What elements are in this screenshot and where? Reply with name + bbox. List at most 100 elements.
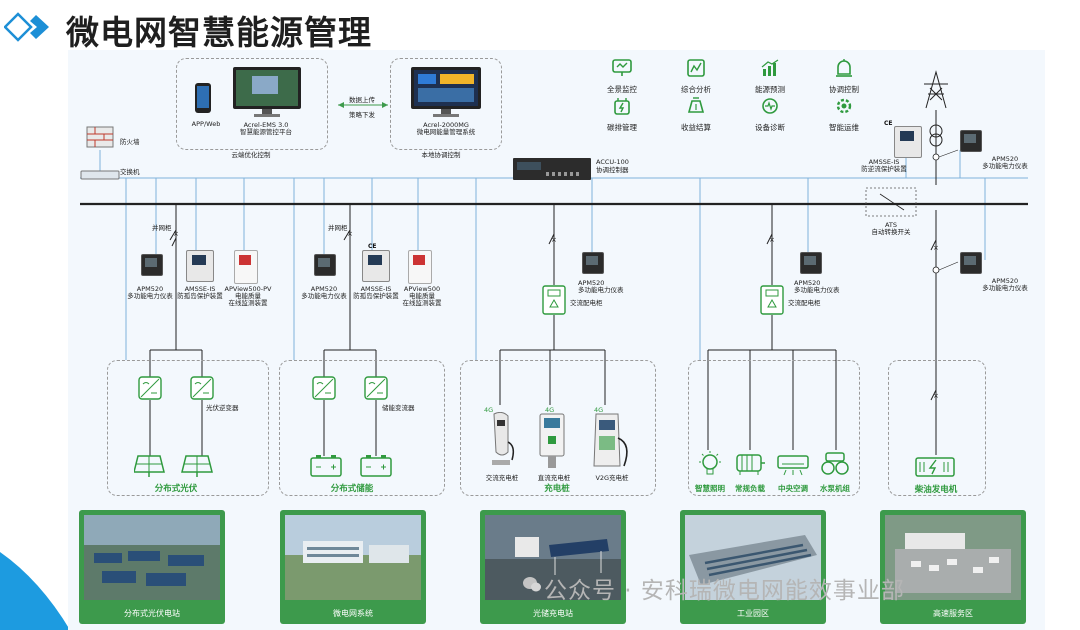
cloud-control-box xyxy=(176,58,328,150)
apm-grid-meter xyxy=(960,130,982,152)
svg-text:×: × xyxy=(347,230,353,238)
apm-grid-label-1: APM520 xyxy=(991,155,1019,163)
pv-pq-label-3: 在线监测装置 xyxy=(228,299,268,307)
svg-text:×: × xyxy=(769,236,775,244)
ems-monitor-icon xyxy=(233,67,301,117)
ac-charger-label: 交流充电桩 xyxy=(485,474,519,482)
pv-group-box xyxy=(107,360,269,496)
wechat-icon xyxy=(523,577,541,592)
mg-monitor-icon xyxy=(411,67,481,117)
storage-amsse-device xyxy=(362,250,390,282)
ems-label-1: Acrel-EMS 3.0 xyxy=(243,121,289,129)
battery-icons xyxy=(310,455,392,477)
pump-icon xyxy=(821,452,849,475)
func-monitor: 全景监控 xyxy=(592,58,652,95)
load-cabinet-icon xyxy=(760,285,784,315)
load-label-pump: 水泵机组 xyxy=(820,484,850,493)
amsse-grid-label-2: 防逆流保护装置 xyxy=(861,165,907,173)
pcs-label: 储能变流器 xyxy=(382,404,415,412)
site-industrial-image xyxy=(685,515,821,600)
charging-group-label: 充电桩 xyxy=(544,484,570,494)
svg-text:×: × xyxy=(551,236,557,244)
firewall-icon xyxy=(86,126,114,148)
func-label: 设备诊断 xyxy=(755,123,785,132)
storage-group-label: 分布式储能 xyxy=(330,484,374,494)
site-caption: 高速服务区 xyxy=(933,609,973,618)
storage-amsse-label-1: AMSSE-IS xyxy=(360,285,392,293)
pv-pq-label-2: 电能质量 xyxy=(235,292,261,300)
battery-icon xyxy=(360,455,392,477)
solar-panel-icon xyxy=(181,455,213,477)
site-card-pv: 分布式光伏电站 xyxy=(79,510,225,624)
solar-panel-icon xyxy=(134,455,165,477)
svg-text:×: × xyxy=(933,244,939,252)
storage-pq-device xyxy=(408,250,432,284)
v2g-signal-label: 4G xyxy=(594,406,604,414)
charging-group-box xyxy=(460,360,656,496)
func-label: 智能运维 xyxy=(829,123,859,132)
site-card-microgrid: 微电网系统 xyxy=(280,510,426,624)
accu-label-2: 协调控制器 xyxy=(596,166,629,174)
pv-inverter-icons xyxy=(138,376,214,400)
load-apm-label-2: 多功能电力仪表 xyxy=(794,286,840,294)
func-label: 全景监控 xyxy=(607,85,637,94)
pv-apm-meter xyxy=(141,254,163,276)
storage-pq-label-1: APView500 xyxy=(403,285,441,293)
generator-group-box xyxy=(888,360,986,496)
pv-amsse-label-2: 防孤岛保护装置 xyxy=(177,292,223,300)
storage-amsse-label-2: 防孤岛保护装置 xyxy=(353,292,399,300)
func-forecast: 能源预测 xyxy=(740,58,800,95)
carbon-icon xyxy=(614,98,630,115)
apm-grid-label-2: 多功能电力仪表 xyxy=(982,162,1028,170)
ce-mark-icon: CE xyxy=(884,120,893,127)
accu-label-1: ACCU-100 xyxy=(596,158,629,166)
pv-amsse-label-1: AMSSE-IS xyxy=(184,285,216,293)
inverter-icon xyxy=(138,376,162,400)
forecast-icon xyxy=(761,59,779,76)
title-chevron-icon xyxy=(4,12,49,42)
page-title: 微电网智慧能源管理 xyxy=(66,13,372,52)
motor-icon xyxy=(736,454,765,475)
control-icon xyxy=(836,59,852,77)
amsse-grid-label-1: AMSSE-IS xyxy=(868,158,900,166)
storage-grid-cabinet-label: 并网柜 xyxy=(328,224,348,232)
solar-panel-icons xyxy=(134,455,213,477)
local-control-box xyxy=(390,58,502,150)
local-label: 本地协调控制 xyxy=(421,151,461,159)
load-group-box xyxy=(688,360,860,496)
func-maintenance: 智能运维 xyxy=(814,96,874,133)
load-label-ac: 中央空调 xyxy=(778,484,808,493)
dc-signal-label: 4G xyxy=(545,406,555,414)
load-label-normal: 常规负载 xyxy=(735,484,765,493)
maintenance-icon xyxy=(836,98,852,114)
monitor-icon xyxy=(612,59,632,76)
pv-pq-label-1: APView500-PV xyxy=(224,285,272,293)
func-diagnosis: 设备诊断 xyxy=(740,96,800,133)
apm-gen-label-1: APM520 xyxy=(991,277,1019,285)
pv-apm-label-2: 多功能电力仪表 xyxy=(127,292,173,300)
svg-text:×: × xyxy=(933,392,939,400)
ac-signal-label: 4G xyxy=(484,406,494,414)
firewall-label: 防火墙 xyxy=(120,138,140,146)
diesel-generator-icon xyxy=(915,457,955,477)
dispatch-label: 策略下发 xyxy=(349,111,375,119)
site-pv-image xyxy=(84,515,220,600)
func-control: 协调控制 xyxy=(814,58,874,95)
v2g-charger-label: V2G充电桩 xyxy=(595,474,629,482)
corner-decoration xyxy=(0,552,70,630)
func-label: 综合分析 xyxy=(681,85,711,94)
func-label: 能源预测 xyxy=(755,85,785,94)
site-caption: 光储充电站 xyxy=(533,609,573,618)
site-service-image xyxy=(885,515,1021,600)
watermark: 公众号 · 安科瑞微电网能效事业部 xyxy=(544,578,905,604)
storage-pq-label-3: 在线监测装置 xyxy=(402,299,442,307)
load-cabinet-label: 交流配电柜 xyxy=(788,299,821,307)
func-label: 协调控制 xyxy=(829,85,859,94)
site-microgrid-image xyxy=(285,515,421,600)
app-web-label: APP/Web xyxy=(191,120,221,128)
apm-gen-label-2: 多功能电力仪表 xyxy=(982,284,1028,292)
func-carbon: 碳排管理 xyxy=(592,96,652,133)
ac-charger-icon xyxy=(492,412,515,465)
lighting-icon xyxy=(699,451,721,475)
pv-apm-label-1: APM520 xyxy=(136,285,164,293)
